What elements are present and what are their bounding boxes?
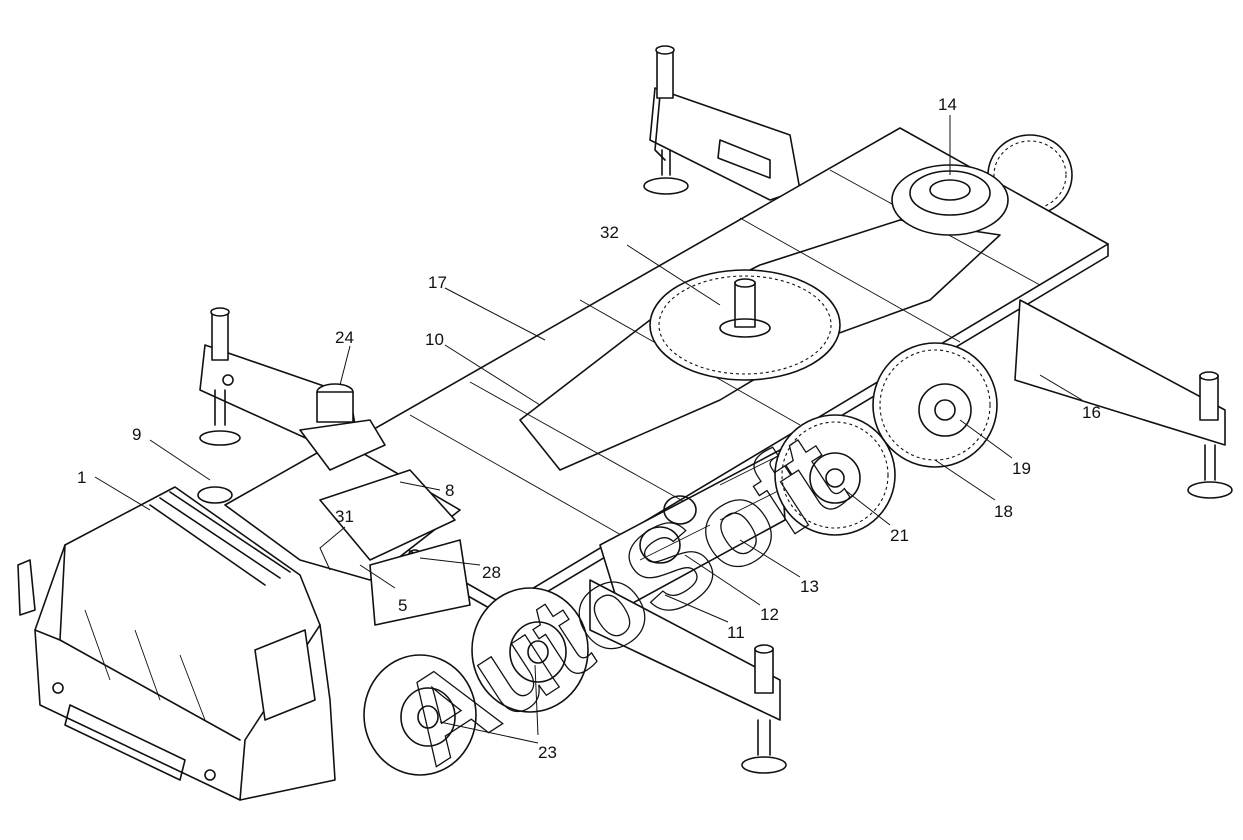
outrigger-front-right (589, 579, 787, 774)
outrigger-rear-left (643, 45, 801, 201)
callout-5: 5 (398, 596, 407, 615)
callout-17: 17 (428, 273, 447, 292)
callout-8: 8 (445, 481, 454, 500)
callout-16: 16 (1082, 403, 1101, 422)
callout-11: 11 (727, 623, 745, 642)
spare-wheel (891, 164, 1009, 236)
callout-12: 12 (760, 605, 779, 624)
callout-1: 1 (77, 468, 86, 487)
side-lockers (599, 449, 786, 611)
callout-31: 31 (335, 507, 354, 526)
callout-21: 21 (890, 526, 909, 545)
callout-18: 18 (994, 502, 1013, 521)
callout-10: 10 (425, 330, 444, 349)
engine-compartment (197, 383, 471, 626)
leader-lines (94, 115, 1083, 744)
callout-32: 32 (600, 223, 619, 242)
slewing-ring (649, 269, 841, 381)
outrigger-front-left (199, 307, 356, 446)
callout-19: 19 (1012, 459, 1031, 478)
callout-28: 28 (482, 563, 501, 582)
callout-9: 9 (132, 425, 141, 444)
callout-24: 24 (335, 328, 354, 347)
driver-cab (17, 486, 336, 801)
callout-13: 13 (800, 577, 819, 596)
outrigger-rear-right (1014, 299, 1233, 499)
callout-labels: 1 5 8 9 10 11 12 13 14 16 17 18 19 21 23… (77, 95, 1101, 762)
callout-23: 23 (538, 743, 557, 762)
front-wheels (363, 587, 589, 776)
callout-14: 14 (938, 95, 957, 114)
